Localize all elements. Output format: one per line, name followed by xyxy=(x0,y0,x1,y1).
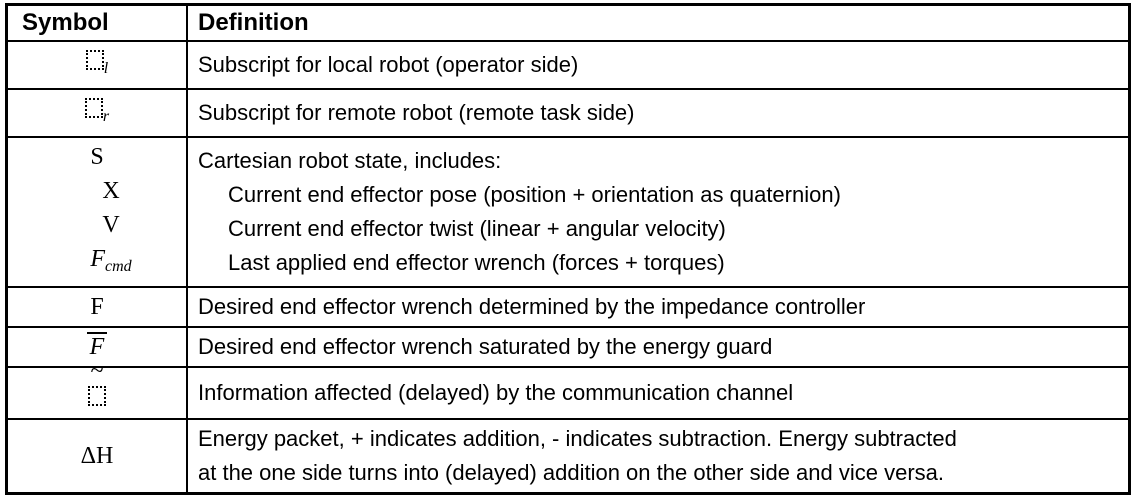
definition-cell: Cartesian robot state, includes: Current … xyxy=(188,138,1128,286)
symbol-cell: ΔH xyxy=(8,420,188,492)
definition-cell: Subscript for local robot (operator side… xyxy=(188,42,1128,88)
symbol-line: l xyxy=(8,44,186,86)
overbar-symbol: F xyxy=(86,332,108,360)
table-row: ΔH Energy packet, + indicates addition, -… xyxy=(8,418,1128,492)
symbol-line: S xyxy=(90,144,104,170)
definition-line: Last applied end effector wrench (forces… xyxy=(228,250,725,275)
table-row: r Subscript for remote robot (remote task… xyxy=(8,88,1128,136)
math-subscript: l xyxy=(103,60,109,77)
definition-line: Information affected (delayed) by the co… xyxy=(198,380,794,405)
symbol-line: F xyxy=(8,330,186,364)
symbol-cell: F xyxy=(8,328,188,366)
delayed-placeholder-symbol: ~ xyxy=(88,359,106,414)
table-header-row: Symbol Definition xyxy=(8,6,1128,40)
math-symbol: F xyxy=(89,334,105,360)
dotted-placeholder-icon xyxy=(88,386,106,406)
definition-line: Desired end effector wrench saturated by… xyxy=(198,334,773,359)
table-row: ~ Information affected (delayed) by the c… xyxy=(8,359,1128,418)
definition-line: Current end effector pose (position + or… xyxy=(228,182,841,207)
symbol-column-header: Symbol xyxy=(8,6,188,40)
symbol-line: X xyxy=(102,178,120,204)
math-subscript: r xyxy=(102,108,110,125)
tilde-accent-icon: ~ xyxy=(90,358,104,384)
math-subscript: cmd xyxy=(105,258,132,275)
notation-table: Symbol Definition l Subscript for local r… xyxy=(5,3,1131,495)
definition-cell: Desired end effector wrench determined b… xyxy=(188,288,1128,326)
definition-line: Subscript for remote robot (remote task … xyxy=(198,100,635,125)
table-body: l Subscript for local robot (operator sid… xyxy=(8,40,1128,492)
definition-line: at the one side turns into (delayed) add… xyxy=(198,460,945,485)
symbol-line: F xyxy=(90,294,104,320)
symbol-line: ~ xyxy=(8,359,186,416)
definition-cell: Subscript for remote robot (remote task … xyxy=(188,90,1128,136)
symbol-cell: r xyxy=(8,90,188,136)
definition-cell: Desired end effector wrench saturated by… xyxy=(188,328,1128,366)
definition-line: Desired end effector wrench determined b… xyxy=(198,294,866,319)
definition-line: Subscript for local robot (operator side… xyxy=(198,52,579,77)
definition-line: Energy packet, + indicates addition, - i… xyxy=(198,426,957,451)
definition-line: Current end effector twist (linear + ang… xyxy=(228,216,726,241)
dotted-placeholder-icon xyxy=(84,98,103,118)
table-row: F Desired end effector wrench determined … xyxy=(8,286,1128,326)
symbol-cell: l xyxy=(8,42,188,88)
symbol-line: r xyxy=(8,92,186,134)
table-row: F Desired end effector wrench saturated b… xyxy=(8,326,1128,366)
symbol-line: Fcmd xyxy=(8,242,186,284)
symbol-cell: ~ xyxy=(8,359,188,418)
dotted-placeholder-icon xyxy=(85,50,104,70)
symbol-line: ΔH xyxy=(80,443,114,469)
symbol-cell: F xyxy=(8,288,188,326)
definition-line: Cartesian robot state, includes: xyxy=(198,148,502,173)
table-row: l Subscript for local robot (operator sid… xyxy=(8,40,1128,88)
definition-cell: Information affected (delayed) by the co… xyxy=(188,368,1128,418)
math-symbol: F xyxy=(90,246,105,272)
symbol-line: V xyxy=(102,212,120,238)
definition-cell: Energy packet, + indicates addition, - i… xyxy=(188,420,1128,492)
definition-column-header: Definition xyxy=(198,9,309,36)
